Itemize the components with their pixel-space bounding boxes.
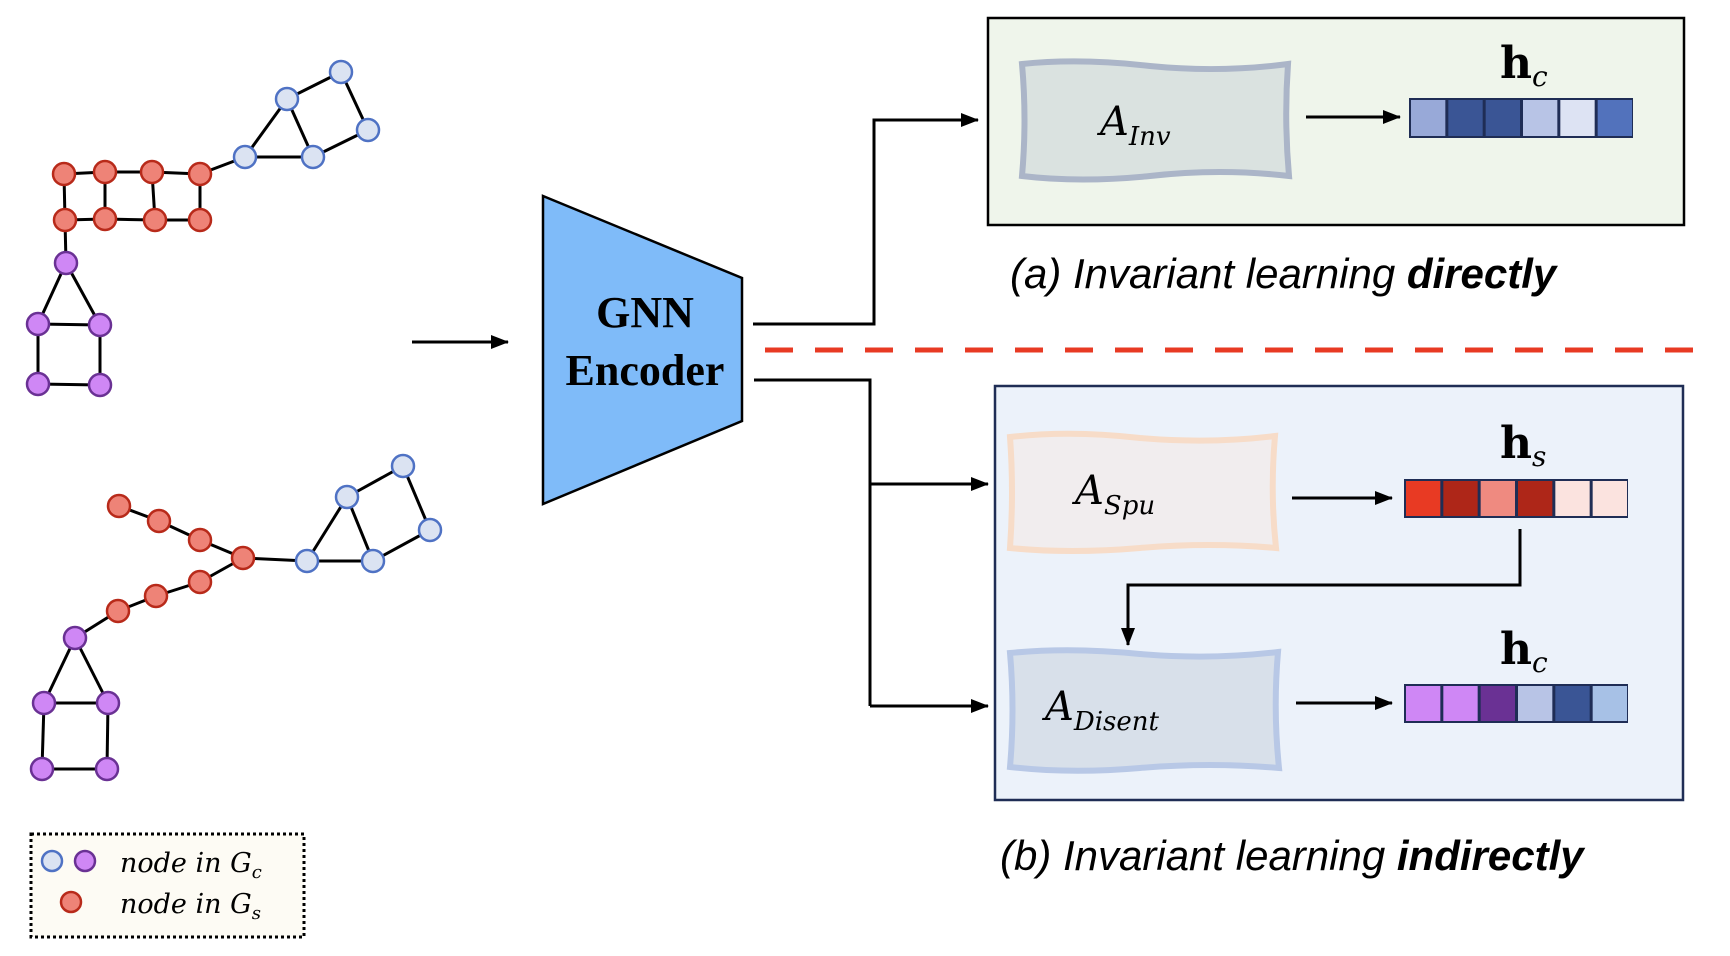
graph-node-spurious-red (187, 161, 213, 187)
graph-node-causal-blue (294, 548, 320, 574)
feedback-hs-to-disent (1121, 529, 1522, 646)
module-inv-label: AInv (1096, 99, 1171, 152)
caption-direct: (a) Invariant learning directly (1010, 250, 1559, 297)
graph-node-spurious-red (230, 545, 256, 571)
legend-box (29, 832, 306, 939)
graph-node-causal-blue (334, 484, 360, 510)
graph-node-causal-blue (355, 117, 381, 143)
vector-cell (1485, 100, 1520, 136)
vector-frame (1404, 684, 1628, 723)
graph-node-causal-purple (29, 756, 55, 782)
vector-cell (1523, 100, 1558, 136)
graph-node-causal-purple (94, 756, 120, 782)
vector-cell (1443, 686, 1478, 721)
vector-cell (1560, 100, 1595, 136)
module-inv-box (1018, 58, 1293, 183)
module-disent-label: ADisent (1041, 684, 1160, 737)
vector-cell (1480, 481, 1515, 516)
graph-node-spurious-red (92, 206, 118, 232)
graph-node-spurious-red (52, 207, 78, 233)
graph-node-causal-blue (300, 144, 326, 170)
vector-hc-direct-label: hc (1500, 38, 1548, 93)
graph-node-causal-purple (87, 372, 113, 398)
vector-hc-indirect (1404, 684, 1628, 723)
module-spu-label: ASpu (1071, 468, 1155, 521)
vector-hs (1404, 479, 1628, 518)
gnn-encoder: GNN Encoder (541, 194, 744, 506)
graph-node-causal-blue (417, 517, 443, 543)
graph-node-causal-purple (53, 250, 79, 276)
graph-node-spurious-red (146, 508, 172, 534)
graph-node-causal-blue (232, 144, 258, 170)
vector-hs-label: hs (1500, 418, 1546, 473)
legend-swatch-causal-blue (40, 849, 64, 873)
panel-indirect: ASpu hs ADisent hc (b) Invariant learnin… (993, 384, 1685, 879)
graph-node-spurious-red (92, 159, 118, 185)
vector-cell (1518, 481, 1553, 516)
vector-frame (1409, 98, 1633, 138)
panel-direct: AInv hc (a) Invariant learning directly (986, 16, 1686, 297)
vector-cell (1448, 100, 1483, 136)
vector-hc-direct (1409, 98, 1633, 138)
graph-node-causal-blue (390, 453, 416, 479)
vector-cell (1555, 686, 1590, 721)
graph-node-spurious-red (143, 583, 169, 609)
connector-to-direct (753, 113, 979, 326)
vector-frame (1404, 479, 1628, 518)
module-disent-box (1006, 647, 1283, 774)
vector-cell (1406, 481, 1441, 516)
encoder-label-line2: Encoder (566, 346, 725, 395)
legend-swatch-causal-purple (73, 849, 97, 873)
legend-label-causal: node in Gc (120, 848, 262, 883)
vector-cell (1406, 686, 1441, 721)
encoder-label-line1: GNN (596, 288, 694, 337)
connector-to-indirect (754, 378, 872, 706)
graph-node-spurious-red (187, 207, 213, 233)
graph-bottom (29, 453, 443, 782)
graph-edge (305, 496, 349, 562)
vector-hc-indirect-label: hc (1500, 624, 1548, 679)
graph-node-causal-purple (95, 690, 121, 716)
module-spu-box (1006, 430, 1280, 554)
vector-cell (1443, 481, 1478, 516)
graph-node-spurious-red (51, 161, 77, 187)
graph-node-causal-purple (87, 312, 113, 338)
graph-node-spurious-red (105, 598, 131, 624)
vector-cell (1592, 481, 1627, 516)
graph-top (25, 59, 381, 398)
legend-label-spurious: node in Gs (120, 889, 261, 924)
graph-node-causal-purple (25, 371, 51, 397)
vector-cell (1597, 100, 1632, 136)
graph-node-spurious-red (187, 527, 213, 553)
vector-cell (1555, 481, 1590, 516)
graph-node-causal-purple (25, 311, 51, 337)
graph-node-causal-blue (360, 548, 386, 574)
graph-node-spurious-red (106, 493, 132, 519)
caption-indirect: (b) Invariant learning indirectly (1000, 832, 1586, 879)
graph-node-spurious-red (142, 207, 168, 233)
vector-cell (1518, 686, 1553, 721)
vector-cell (1592, 686, 1627, 721)
graph-node-causal-purple (31, 690, 57, 716)
vector-cell (1480, 686, 1515, 721)
vector-cell (1411, 100, 1446, 136)
graph-node-spurious-red (187, 569, 213, 595)
graph-node-causal-purple (62, 625, 88, 651)
graph-node-causal-blue (328, 59, 354, 85)
legend-swatch-spurious-red (59, 890, 83, 914)
graph-node-causal-blue (274, 86, 300, 112)
graph-node-spurious-red (139, 159, 165, 185)
legend: node in Gc node in Gs (29, 832, 306, 939)
